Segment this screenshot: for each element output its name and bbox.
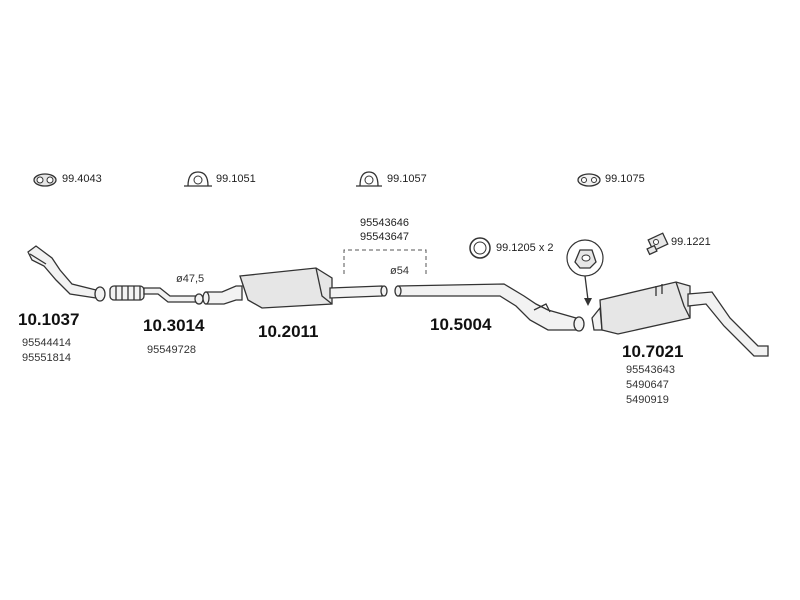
middle-silencer-drawing xyxy=(202,267,388,309)
flex-pipe-number: 10.3014 xyxy=(143,316,205,335)
front-pipe-drawing xyxy=(27,245,106,302)
rear-pipe-number: 10.5004 xyxy=(430,315,492,334)
mount-label: 99.1075 xyxy=(605,173,645,185)
front-pipe-number: 10.1037 xyxy=(18,310,80,329)
middle-ref-1: 95543646 xyxy=(360,217,409,229)
rear-pipe-drawing xyxy=(394,283,585,332)
rubber-mount-label: 99.1221 xyxy=(671,236,711,248)
middle-silencer-number: 10.2011 xyxy=(258,322,319,341)
rubber-mount-icon xyxy=(646,232,669,256)
diameter-47-5-label: ø47,5 xyxy=(176,273,205,285)
flex-pipe-refs: 95549728 xyxy=(147,343,196,358)
rear-silencer-ref-2: 5490647 xyxy=(626,379,669,391)
clamp-b-icon xyxy=(356,171,382,187)
front-pipe-ref-2: 95551814 xyxy=(22,352,71,364)
rear-silencer-ref-3: 5490919 xyxy=(626,394,669,406)
flex-pipe-drawing xyxy=(109,285,204,305)
middle-ref-2: 95543647 xyxy=(360,231,409,243)
ring-icon xyxy=(469,237,491,259)
ring-label: 99.1205 x 2 xyxy=(496,242,554,254)
clamp-b-label: 99.1057 xyxy=(387,173,427,185)
front-pipe-refs: 95544414 95551814 xyxy=(22,336,71,366)
clamp-a-icon xyxy=(184,171,212,187)
gasket-icon xyxy=(33,173,57,187)
gasket-label: 99.4043 xyxy=(62,173,102,185)
flex-pipe-ref-1: 95549728 xyxy=(147,344,196,356)
rear-silencer-ref-1: 95543643 xyxy=(626,364,675,376)
rear-silencer-refs: 95543643 5490647 5490919 xyxy=(626,363,675,408)
front-pipe-ref-1: 95544414 xyxy=(22,337,71,349)
clamp-a-label: 99.1051 xyxy=(216,173,256,185)
mount-icon xyxy=(577,173,601,187)
rear-silencer-number: 10.7021 xyxy=(622,342,684,361)
bushing-callout-icon xyxy=(566,239,604,306)
diameter-54-label: ø54 xyxy=(390,265,409,277)
rear-silencer-drawing xyxy=(591,281,769,357)
